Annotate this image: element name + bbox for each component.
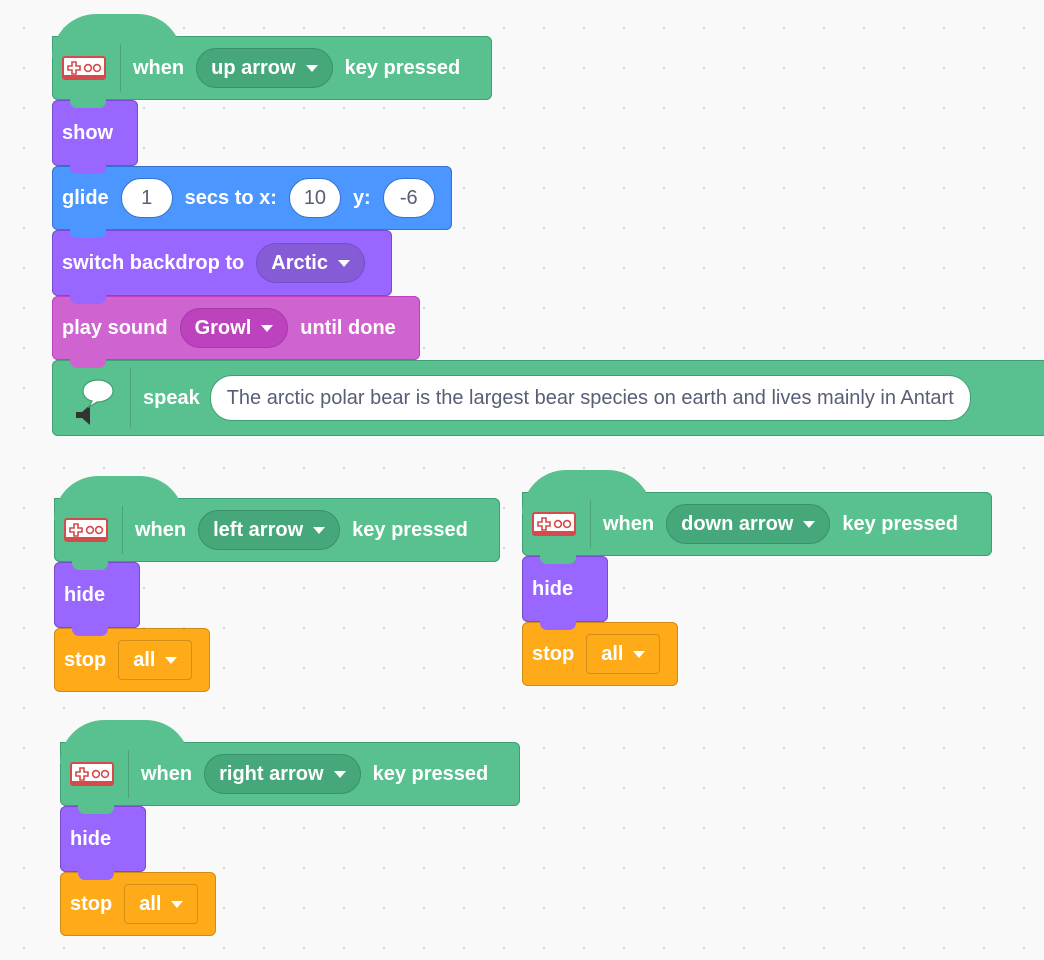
hide-label: hide [70,827,112,850]
stop-block[interactable]: stop all [54,628,210,692]
key-dropdown[interactable]: down arrow [666,504,831,544]
divider [120,44,121,92]
chevron-down-icon [633,650,646,658]
key-value: down arrow [681,512,794,535]
divider [590,500,591,548]
makey-makey-icon [64,518,108,542]
key-pressed-label: key pressed [372,762,489,785]
sound-value: Growl [194,316,252,339]
switch-backdrop-block[interactable]: switch backdrop to Arctic [52,230,392,304]
chevron-down-icon [305,64,318,72]
until-done-label: until done [300,316,396,339]
stop-label: stop [532,642,575,665]
hide-block[interactable]: hide [54,562,140,636]
text-to-speech-icon [76,379,114,425]
play-sound-label: play sound [62,316,168,339]
key-pressed-label: key pressed [344,56,461,79]
when-key-pressed-hat[interactable]: when up arrow key pressed [52,14,492,108]
when-key-pressed-hat[interactable]: when right arrow key pressed [60,720,520,814]
hide-block[interactable]: hide [60,806,146,880]
secs-input[interactable]: 1 [120,178,173,218]
chevron-down-icon [333,770,346,778]
when-label: when [133,56,185,79]
key-pressed-label: key pressed [352,518,468,541]
when-label: when [141,762,193,785]
y-input[interactable]: -6 [382,178,435,218]
secs-to-x-label: secs to x: [184,186,277,209]
switch-backdrop-label: switch backdrop to [62,251,245,274]
makey-makey-icon [70,762,114,786]
stop-dropdown[interactable]: all [118,640,193,680]
hide-label: hide [64,583,106,606]
sound-dropdown[interactable]: Growl [179,308,289,348]
when-key-pressed-hat[interactable]: when left arrow key pressed [54,476,500,570]
y-label: y: [352,186,371,209]
stop-value: all [601,642,624,665]
stop-dropdown[interactable]: all [586,634,661,674]
chevron-down-icon [313,526,326,534]
key-dropdown[interactable]: right arrow [204,754,361,794]
backdrop-dropdown[interactable]: Arctic [256,243,365,283]
speak-label: speak [143,386,200,409]
key-value: right arrow [219,762,324,785]
chevron-down-icon [261,324,274,332]
key-dropdown[interactable]: up arrow [196,48,333,88]
key-pressed-label: key pressed [842,512,958,535]
backdrop-value: Arctic [271,251,328,274]
stop-value: all [133,648,156,671]
chevron-down-icon [337,259,350,267]
when-key-pressed-hat[interactable]: when down arrow key pressed [522,470,992,564]
chevron-down-icon [803,520,816,528]
stop-dropdown[interactable]: all [124,884,199,924]
stop-block[interactable]: stop all [522,622,678,686]
divider [130,368,131,428]
hide-label: hide [532,577,574,600]
key-value: up arrow [211,56,296,79]
key-dropdown[interactable]: left arrow [198,510,341,550]
divider [122,506,123,554]
speak-text-input[interactable]: The arctic polar bear is the largest bea… [209,375,971,421]
when-label: when [603,512,655,535]
hide-block[interactable]: hide [522,556,608,630]
show-label: show [62,121,114,144]
glide-block[interactable]: glide 1 secs to x: 10 y: -6 [52,166,452,238]
makey-makey-icon [532,512,576,536]
speak-block[interactable]: speak The arctic polar bear is the large… [52,360,1044,436]
divider [128,750,129,798]
chevron-down-icon [165,656,178,664]
show-block[interactable]: show [52,100,138,174]
when-label: when [135,518,187,541]
stop-block[interactable]: stop all [60,872,216,936]
stop-label: stop [64,648,107,671]
chevron-down-icon [171,900,184,908]
key-value: left arrow [213,518,304,541]
play-sound-block[interactable]: play sound Growl until done [52,296,420,368]
stop-value: all [139,892,162,915]
makey-makey-icon [62,56,106,80]
stop-label: stop [70,892,113,915]
glide-label: glide [62,186,109,209]
x-input[interactable]: 10 [288,178,341,218]
